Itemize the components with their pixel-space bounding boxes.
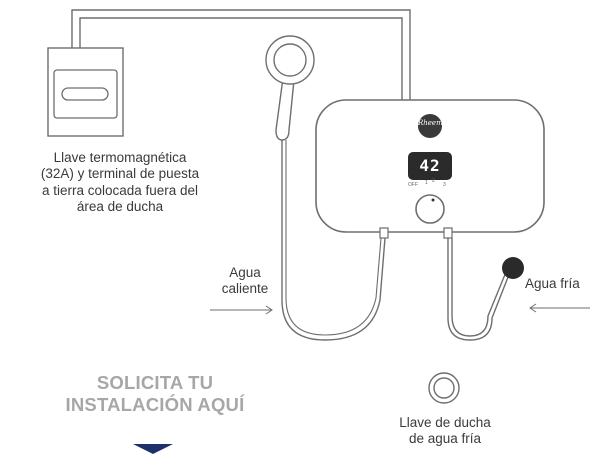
hot-water-label-line: Agua — [229, 265, 261, 280]
down-chevron-icon[interactable] — [133, 444, 173, 454]
valve-label-line: de agua fría — [408, 431, 482, 447]
cold-water-knob — [502, 257, 524, 279]
hot-water-arrow — [210, 305, 273, 315]
knob-mark-3: 3 — [443, 182, 446, 188]
knob-mark-1: 1 — [425, 180, 428, 186]
shower-hose — [281, 140, 386, 341]
cold-water-valve-icon — [428, 372, 460, 404]
cold-water-arrow — [529, 303, 590, 313]
cold-water-label: Agua fría — [525, 276, 580, 291]
hot-water-label-line: caliente — [221, 281, 269, 297]
knob-mark-2: 2 — [432, 178, 435, 184]
cta-line-1[interactable]: SOLICITA TU — [96, 372, 214, 393]
brand-logo-text: Rheem — [418, 119, 443, 127]
breaker-label-line: (32A) y terminal de puesta — [40, 166, 200, 182]
knob-mark-off: OFF — [408, 182, 418, 188]
breaker-switch-icon — [47, 47, 124, 137]
rheem-logo-icon — [418, 114, 442, 138]
breaker-label-line: área de ducha — [76, 199, 164, 215]
hot-water-label: Agua caliente — [205, 265, 285, 298]
breaker-label: Llave termomagnética (32A) y terminal de… — [20, 150, 220, 216]
breaker-label-line: Llave termomagnética — [53, 150, 187, 165]
breaker-label-line: a tierra colocada fuera del — [41, 182, 199, 198]
valve-label-line: Llave de ducha — [399, 415, 491, 430]
temperature-display — [408, 152, 452, 180]
cta-line-2[interactable]: INSTALACIÓN AQUÍ — [65, 394, 245, 416]
shower-head-icon — [265, 35, 315, 141]
display-value: 42 — [419, 156, 441, 175]
power-cable — [71, 9, 411, 100]
valve-label: Llave de ducha de agua fría — [375, 415, 515, 448]
request-installation-link[interactable]: SOLICITA TU INSTALACIÓN AQUÍ — [55, 372, 255, 416]
cold-water-pipe — [447, 238, 511, 341]
temperature-knob-icon — [415, 194, 445, 224]
